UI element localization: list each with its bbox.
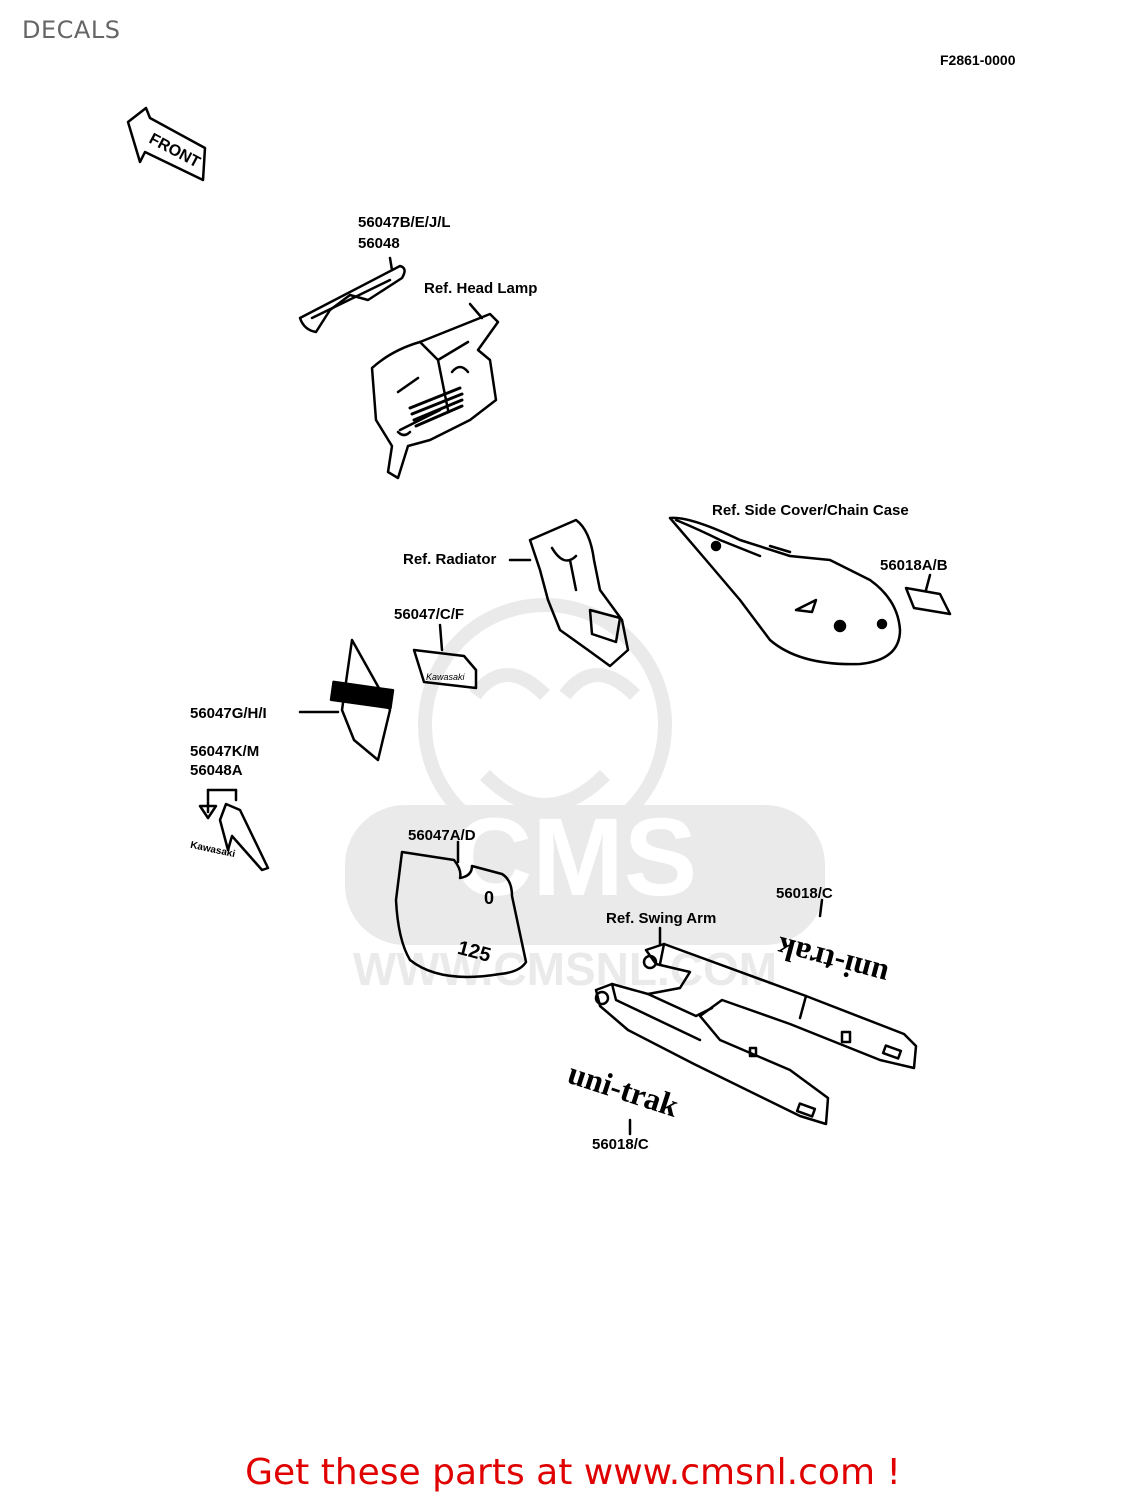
cms-watermark: CMS WWW.CMSNL.COM — [345, 598, 825, 995]
label-ref-head-lamp: Ref. Head Lamp — [424, 280, 538, 297]
diagram-reference-code: F2861-0000 — [940, 52, 1016, 68]
label-56047-c-f: 56047/C/F — [394, 606, 465, 623]
decal-unitrak-top: uni-trak — [772, 898, 892, 994]
label-56018a-b: 56018A/B — [880, 557, 948, 574]
label-ref-side-cover-chain-case: Ref. Side Cover/Chain Case — [712, 502, 909, 519]
unitrak-top-text: uni-trak — [772, 930, 891, 994]
label-ref-radiator: Ref. Radiator — [403, 551, 497, 568]
page-title: DECALS — [22, 16, 121, 44]
swing-arm — [594, 926, 918, 1126]
plate-zero: 0 — [484, 888, 494, 908]
side-cover-chain-case — [668, 516, 902, 666]
label-56047k-m: 56047K/M — [190, 743, 260, 760]
label-56018-c-bottom: 56018/C — [592, 1136, 649, 1153]
headlamp-cowl — [370, 302, 500, 480]
label-56018-c-top: 56018/C — [776, 885, 833, 902]
label-56048: 56048 — [358, 235, 400, 252]
decal-56047-c-f: Kawasaki — [412, 623, 478, 690]
headlamp-decal-56047b — [298, 256, 406, 334]
label-56048a: 56048A — [190, 762, 243, 779]
radiator-shroud — [508, 518, 630, 668]
front-arrow-icon: FRONT — [126, 106, 207, 182]
decal-56047g-h-i — [298, 638, 395, 762]
unitrak-bottom-text: uni-trak — [564, 1054, 684, 1123]
footer-promo-text[interactable]: Get these parts at www.cmsnl.com ! — [245, 1452, 901, 1493]
plate-number: 125 — [455, 937, 493, 967]
decal-56047k-m: Kawasaki — [189, 788, 270, 872]
watermark-brand: CMS — [453, 796, 697, 919]
label-56047b-e-j-l: 56047B/E/J/L — [358, 214, 451, 231]
decal-56018a-b — [904, 573, 952, 616]
decal-56047a-d: 0 125 — [394, 840, 528, 979]
label-56047g-h-i: 56047G/H/I — [190, 705, 267, 722]
decal-unitrak-bottom: uni-trak — [564, 1054, 684, 1136]
decal-kawasaki-small: Kawasaki — [426, 672, 466, 682]
label-ref-swing-arm: Ref. Swing Arm — [606, 910, 717, 927]
label-56047a-d: 56047A/D — [408, 827, 476, 844]
